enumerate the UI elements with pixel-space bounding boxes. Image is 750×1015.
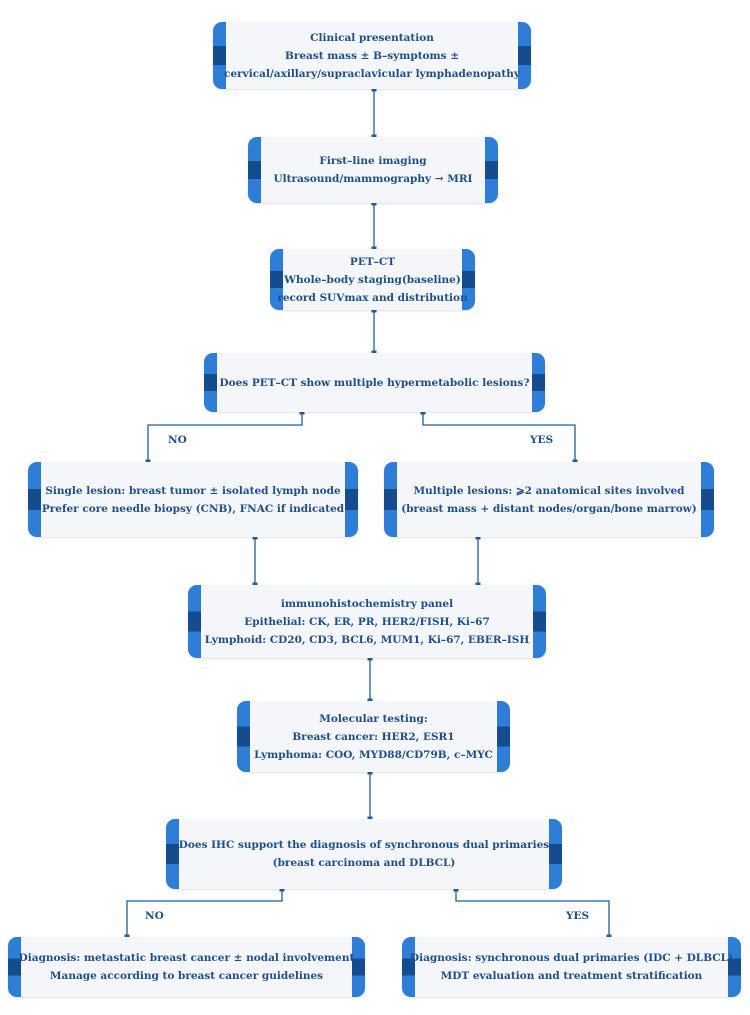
connector-decision2-to-dual <box>455 889 610 937</box>
connector-decision2-to-meta <box>126 889 283 937</box>
connector-dot <box>367 769 373 775</box>
node-text-line: Epithelial: CK, ER, PR, HER2/FISH, Ki–67 <box>244 615 490 628</box>
node-text-line: cervical/axillary/supraclavicular lympha… <box>224 67 520 80</box>
connector-decision1-to-multiple <box>422 412 576 462</box>
branch-label-yes: YES <box>530 434 554 446</box>
node-text-line: Breast cancer: HER2, ESR1 <box>292 730 455 743</box>
connector-dot <box>371 200 377 206</box>
connector-dot <box>252 534 258 540</box>
node-text-line: First–line imaging <box>319 155 427 167</box>
connector-dot <box>299 409 305 415</box>
node-text-line: Does PET–CT show multiple hypermetabolic… <box>219 376 530 389</box>
node-text-line: MDT evaluation and treatment stratificat… <box>440 970 703 982</box>
node-text-line: Manage according to breast cancer guidel… <box>49 970 324 982</box>
node-ihc-panel: immunohistochemistry panel Epithelial: C… <box>188 585 546 658</box>
node-text-line: (breast carcinoma and DLBCL) <box>272 857 456 869</box>
node-text-line: Prefer core needle biopsy (CNB), FNAC if… <box>41 502 345 515</box>
node-text-line: Ultrasound/mammography → MRI <box>273 173 473 185</box>
branch-label-no: NO <box>168 434 187 446</box>
node-molecular-testing: Molecular testing: Breast cancer: HER2, … <box>237 701 510 772</box>
branch-label-yes: YES <box>566 910 590 922</box>
node-text-line: Molecular testing: <box>319 712 428 725</box>
connector-decision1-to-single <box>147 412 303 462</box>
node-text-line: Whole–body staging(baseline) <box>284 273 461 286</box>
node-text-line: PET–CT <box>349 255 396 268</box>
node-text-line: (breast mass + distant nodes/organ/bone … <box>401 502 697 515</box>
node-text-line: Multiple lesions: ⩾2 anatomical sites in… <box>413 484 685 497</box>
connector-dot <box>367 655 373 661</box>
connector-dot <box>279 886 285 892</box>
node-text-line: Breast mass ± B–symptoms ± <box>284 49 460 62</box>
node-single-lesion: Single lesion: breast tumor ± isolated l… <box>28 462 358 537</box>
node-text-line: immunohistochemistry panel <box>280 597 454 610</box>
connector-dot <box>453 886 459 892</box>
node-text-line: Lymphoma: COO, MYD88/CD79B, c–MYC <box>254 748 493 761</box>
connector-dot <box>420 409 426 415</box>
node-diagnosis-dual-primaries: Diagnosis: synchronous dual primaries (I… <box>402 937 741 997</box>
node-decision-multiple-lesions: Does PET–CT show multiple hypermetabolic… <box>204 353 545 412</box>
node-diagnosis-metastatic: Diagnosis: metastatic breast cancer ± no… <box>8 937 365 997</box>
node-text-line: Does IHC support the diagnosis of synchr… <box>178 839 550 851</box>
node-pet-ct: PET–CT Whole–body staging(baseline) reco… <box>270 249 475 310</box>
node-text-line: Diagnosis: metastatic breast cancer ± no… <box>18 952 355 964</box>
node-text-line: Diagnosis: synchronous dual primaries (I… <box>410 952 733 964</box>
node-text-line: Single lesion: breast tumor ± isolated l… <box>45 484 341 497</box>
node-text-line: record SUVmax and distribution <box>277 291 468 304</box>
node-text-line: Clinical presentation <box>310 31 434 44</box>
node-decision-dual-primaries: Does IHC support the diagnosis of synchr… <box>166 819 562 889</box>
branch-label-no: NO <box>145 910 164 922</box>
connector-dot <box>371 307 377 313</box>
connector-dot <box>371 86 377 92</box>
node-clinical-presentation: Clinical presentation Breast mass ± B–sy… <box>213 22 531 89</box>
node-text-line: Lymphoid: CD20, CD3, BCL6, MUM1, Ki–67, … <box>204 633 530 646</box>
connector-dot <box>475 534 481 540</box>
node-first-line-imaging: First–line imaging Ultrasound/mammograph… <box>248 137 498 203</box>
node-multiple-lesions: Multiple lesions: ⩾2 anatomical sites in… <box>384 462 714 537</box>
